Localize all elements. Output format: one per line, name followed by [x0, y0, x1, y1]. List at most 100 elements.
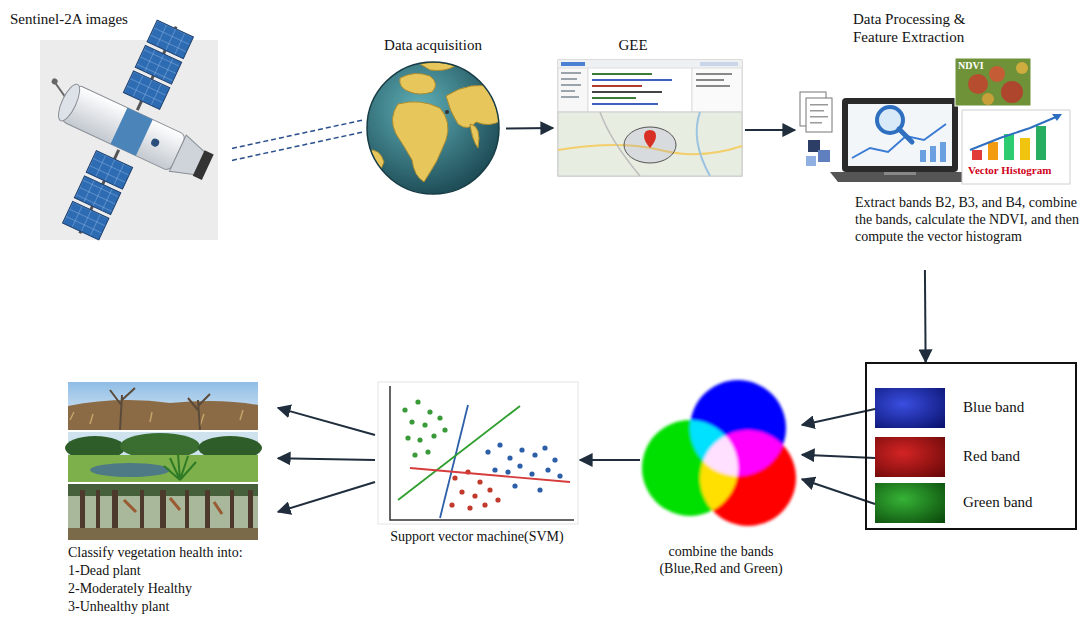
unhealthy-plant-photo	[68, 484, 258, 540]
processing-illustration	[848, 104, 952, 166]
class-item: 2-Moderately Healthy	[68, 580, 276, 597]
svm-plot	[412, 452, 417, 457]
svm-plot	[402, 399, 447, 457]
svm-plot	[495, 497, 500, 502]
svm-plot	[492, 467, 497, 472]
gee-screenshot	[696, 79, 724, 81]
healthy-plant-photo	[164, 454, 196, 480]
dead-plant-photo	[110, 388, 210, 430]
processing-illustration	[884, 172, 916, 175]
processing-illustration	[1004, 134, 1014, 160]
satellite-illustration	[51, 77, 59, 85]
globe-illustration	[392, 102, 448, 182]
svm-plot	[512, 483, 517, 488]
svm-plot	[477, 479, 482, 484]
flow-arrow	[924, 270, 927, 362]
band-label: Blue band	[963, 398, 1068, 416]
panel-caption: Classify vegetation health into:	[68, 544, 276, 561]
svm-plot	[398, 406, 520, 500]
gee-screenshot	[561, 78, 577, 80]
processing-illustration	[1001, 81, 1023, 103]
svm-panel: Support vector machine(SVM)	[375, 380, 580, 552]
processing-illustration	[982, 93, 994, 105]
satellite-illustration	[54, 81, 84, 123]
satellite-illustration	[0, 0, 256, 271]
svm-plot	[427, 409, 432, 414]
gee-screenshot	[561, 90, 575, 92]
svm-plot	[472, 493, 477, 498]
gee-screenshot	[644, 130, 656, 148]
svm-plot	[529, 471, 534, 476]
svm-plot	[390, 386, 574, 520]
rgb-venn	[642, 380, 796, 526]
svm-plot	[542, 445, 547, 450]
flow-arrow	[278, 482, 375, 512]
svm-plot	[417, 437, 422, 442]
processing-illustration	[940, 142, 946, 162]
flow-arrow	[580, 459, 640, 461]
gee-screenshot	[558, 60, 742, 176]
gee-screenshot	[592, 91, 662, 93]
chart-label: Vector Histogram	[968, 164, 1068, 177]
svm-plot	[537, 487, 542, 492]
gee-panel: GEE	[553, 36, 745, 178]
processing-illustration	[970, 117, 1056, 150]
svm-plot	[487, 487, 492, 492]
svm-plot	[378, 382, 578, 524]
processing-illustration	[1020, 138, 1030, 160]
gee-screenshot	[697, 112, 710, 176]
class-item: 3-Unhealthy plant	[68, 598, 276, 615]
dead-plant-photo	[68, 382, 258, 430]
band-group-box: Blue bandRed bandGreen band	[865, 362, 1077, 530]
processing-illustration	[968, 74, 988, 94]
gee-screenshot	[561, 72, 581, 74]
gee-screenshot	[592, 103, 658, 105]
band-item: Red band	[875, 437, 1071, 479]
svm-plot	[485, 442, 562, 492]
map-label: NDVI	[958, 60, 1018, 72]
dead-plant-photo	[68, 382, 258, 430]
satellite-illustration	[150, 137, 161, 148]
globe-illustration	[445, 110, 449, 114]
gee-screenshot	[558, 68, 588, 112]
svm-plot	[552, 457, 557, 462]
panel-caption: Support vector machine(SVM)	[377, 528, 577, 545]
processing-illustration	[930, 146, 936, 162]
gee-screenshot	[592, 85, 642, 87]
globe-illustration	[367, 62, 502, 194]
svm-plot	[482, 502, 487, 507]
gee-screenshot	[696, 85, 730, 87]
gee-screenshot	[558, 60, 742, 68]
globe-illustration	[400, 73, 436, 94]
unhealthy-plant-photo	[68, 484, 258, 540]
gee-screenshot	[588, 68, 692, 112]
satellite-panel: Sentinel-2A images	[8, 8, 232, 242]
band-image	[875, 388, 945, 428]
satellite-illustration	[63, 201, 109, 240]
svm-plot	[440, 405, 468, 518]
svm-plot	[425, 449, 430, 454]
processing-illustration	[810, 116, 828, 118]
satellite-illustration	[193, 150, 214, 180]
processing-illustration	[1052, 114, 1062, 121]
svm-plot	[409, 419, 414, 424]
svm-plot	[485, 449, 490, 454]
dead-plant-photo	[68, 400, 258, 430]
globe-illustration	[470, 124, 479, 148]
gee-screenshot	[561, 96, 579, 98]
signal-beam	[232, 120, 362, 160]
panel-title: GEE	[553, 36, 713, 54]
svm-plot	[415, 399, 420, 404]
gee-screenshot	[696, 73, 732, 75]
gee-screenshot	[624, 127, 676, 163]
svm-plot	[402, 407, 407, 412]
svm-plot	[459, 489, 464, 494]
processing-illustration	[810, 104, 828, 106]
svm-plot	[437, 415, 442, 420]
processing-illustration	[1016, 62, 1028, 74]
svm-plot	[507, 455, 512, 460]
svm-plot	[405, 435, 410, 440]
classification-panel: Classify vegetation health into:1-Dead p…	[62, 378, 278, 621]
processing-illustration	[810, 122, 822, 124]
svm-plot	[452, 475, 457, 480]
